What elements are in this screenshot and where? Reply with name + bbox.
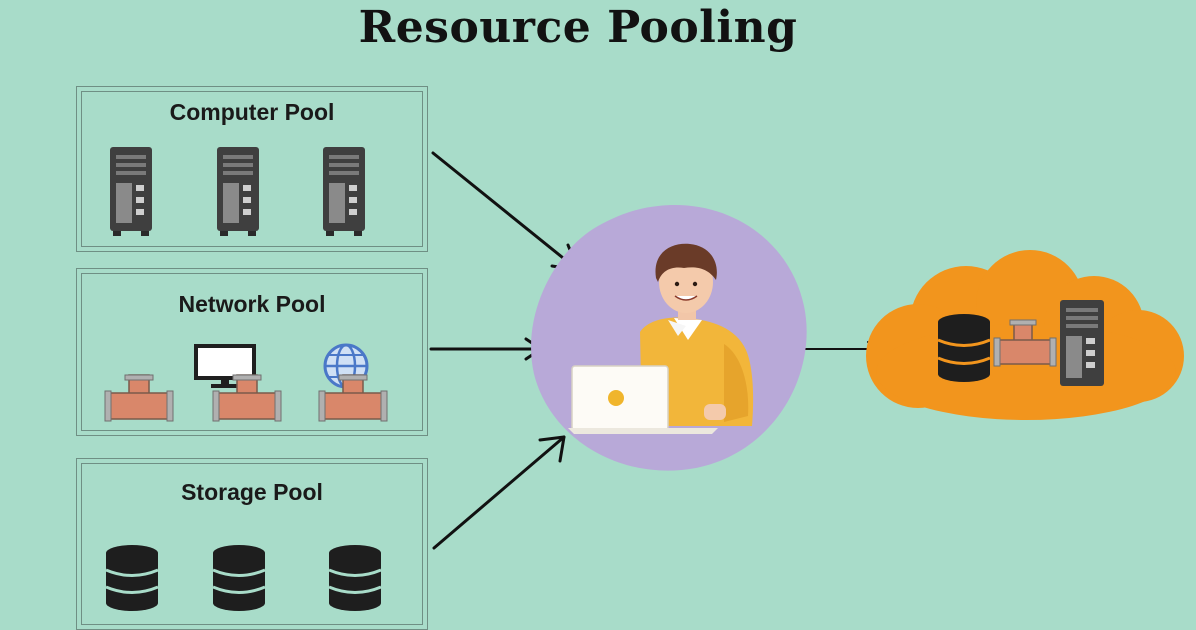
network-pool-label: Network Pool <box>178 291 326 317</box>
database-icon <box>105 545 159 611</box>
server-icon <box>217 147 259 236</box>
server-icon <box>1060 300 1104 386</box>
computer-pool-box: Computer Pool <box>76 86 428 252</box>
database-icon <box>328 545 382 611</box>
arrow-storage-to-user <box>432 435 566 550</box>
server-icon <box>323 147 365 236</box>
pipe-icon <box>104 374 174 422</box>
arrow-network-to-user <box>429 337 543 361</box>
diagram-title: Resource Pooling <box>358 2 798 53</box>
network-pool-box: Network Pool <box>76 268 428 436</box>
storage-pool-label: Storage Pool <box>181 479 323 505</box>
user-at-laptop-icon <box>531 205 807 471</box>
storage-pool-box: Storage Pool <box>76 458 428 630</box>
computer-pool-label: Computer Pool <box>169 99 335 125</box>
pipe-icon <box>993 319 1057 367</box>
cloud-icon <box>866 250 1184 420</box>
server-icon <box>110 147 152 236</box>
pipe-icon <box>318 374 388 422</box>
database-icon <box>937 314 991 382</box>
pipe-icon <box>212 374 282 422</box>
database-icon <box>212 545 266 611</box>
monitor-icon <box>194 344 256 388</box>
